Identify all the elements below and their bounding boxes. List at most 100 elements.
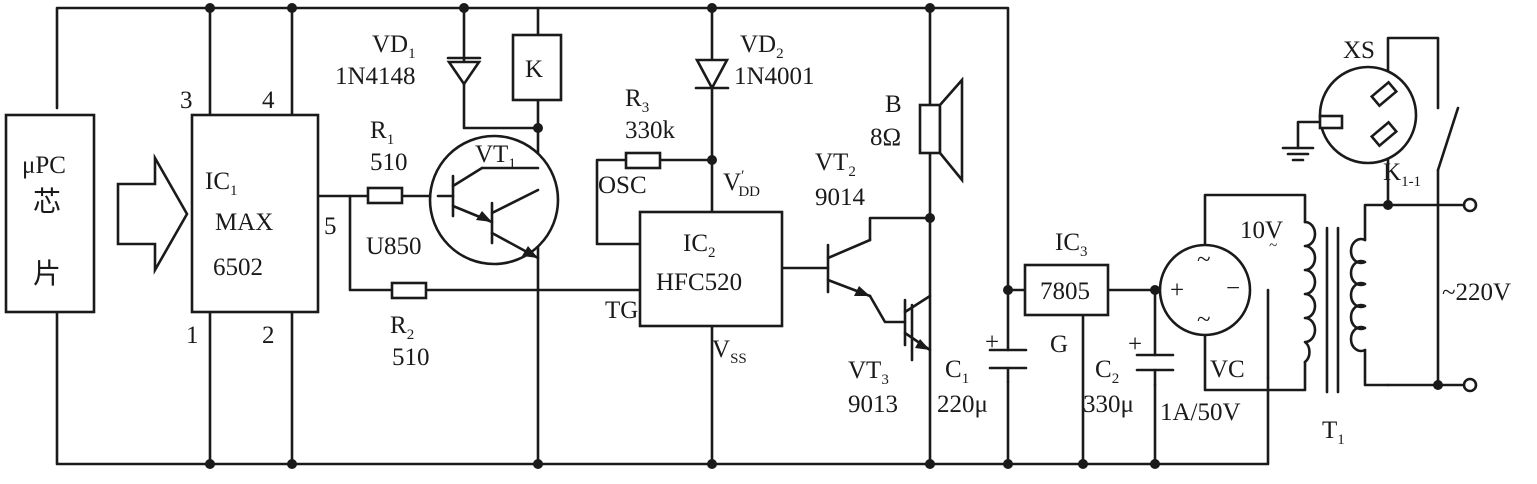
c2-name: C: [1095, 356, 1112, 383]
svg-text:IC3: IC3: [1055, 229, 1088, 260]
mains-label: ~220V: [1442, 279, 1511, 306]
r2-name: R: [390, 312, 407, 339]
ic1-name: IC: [205, 168, 230, 195]
chip-label-2: 芯: [33, 185, 61, 218]
ic1-line2: MAX: [215, 209, 273, 236]
diode-vd2: VD2 1N4001: [694, 31, 815, 91]
ic3: 7805 IC3 G: [1023, 229, 1110, 358]
svg-text:VD1: VD1: [372, 31, 416, 62]
vt3-name: VT: [848, 357, 881, 384]
data-arrow-icon: [116, 153, 189, 275]
r1-name: R: [370, 117, 387, 144]
transistor-vt2: VT2 9014: [815, 149, 872, 298]
ic2-tg: TG: [605, 297, 638, 324]
transformer-sub: 1: [1337, 432, 1345, 448]
bridge-rectifier-vc: ~ ~ + − VC 1A/50V: [1158, 243, 1252, 426]
switch-sub: 1-1: [1401, 174, 1421, 190]
resistor-r3: R3 330k: [624, 85, 676, 170]
resistor-r2: R2 510: [390, 281, 430, 371]
svg-text:10V~: 10V~: [1240, 217, 1283, 254]
svg-text:IC2: IC2: [683, 230, 716, 261]
speaker-b: B 8Ω: [870, 76, 964, 184]
r1-value: 510: [370, 149, 408, 176]
chip-label-3: 片: [33, 257, 61, 290]
capacitor-c2: + C2 330μ: [1083, 331, 1175, 418]
svg-text:K1-1: K1-1: [1383, 159, 1421, 190]
svg-text:R3: R3: [625, 85, 649, 116]
r2-sub: 2: [407, 327, 415, 343]
ic3-sub: 3: [1080, 244, 1088, 260]
mains-terminals: ~220V: [1442, 197, 1511, 393]
bridge-rating: 1A/50V: [1160, 399, 1241, 426]
transistor-vt3: VT3 9013: [848, 294, 932, 418]
ic2-vss-sub: SS: [730, 351, 747, 367]
svg-text:VT1: VT1: [475, 141, 516, 172]
transformer-t1: 10V~ T1: [1240, 217, 1367, 448]
ic3-part: 7805: [1040, 278, 1090, 305]
ic3-ground: G: [1050, 331, 1068, 358]
speaker-value: 8Ω: [870, 124, 901, 151]
svg-text:VSS: VSS: [712, 336, 747, 367]
ic1-pin4: 4: [262, 87, 275, 114]
vt2-sub: 2: [848, 164, 856, 180]
ic1: IC1 MAX 6502 3 4 5 1 2: [180, 87, 337, 349]
bridge-ac-bottom: ~: [1197, 306, 1211, 333]
vt1-sub: 1: [508, 156, 516, 172]
junction-dots: [205, 3, 1443, 469]
transformer-secondary: 10V: [1240, 217, 1283, 244]
upc-chip: μPC 芯 片: [4, 113, 96, 314]
vt3-sub: 3: [881, 372, 889, 388]
transformer-secondary-ac: ~: [1269, 238, 1277, 254]
vt2-part: 9014: [815, 184, 866, 211]
ic1-pin5: 5: [324, 213, 337, 240]
vt1-name: VT: [475, 141, 508, 168]
ic3-name: IC: [1055, 229, 1080, 256]
ic2-osc: OSC: [598, 172, 647, 199]
diode-vd1: VD1 1N4148: [335, 31, 482, 90]
socket-name: XS: [1343, 37, 1375, 64]
c2-value: 330μ: [1083, 391, 1134, 418]
vd1-name: VD: [372, 31, 408, 58]
switch-k1-1: K1-1: [1383, 106, 1460, 190]
vd2-name: VD: [740, 31, 776, 58]
c1-name: C: [945, 356, 962, 383]
svg-text:R1: R1: [370, 117, 394, 148]
r2-value: 510: [392, 344, 430, 371]
capacitor-c1: + C1 220μ: [937, 329, 1028, 418]
transformer-name: T: [1322, 417, 1337, 444]
vt1-part: U850: [366, 233, 422, 260]
svg-text:VT3: VT3: [848, 357, 889, 388]
vt3-part: 9013: [848, 391, 898, 418]
ic2-vdd-sup: ′: [741, 168, 744, 184]
ic2-vdd: V: [723, 169, 741, 196]
ic2-vss: V: [712, 336, 730, 363]
bridge-plus: +: [1170, 277, 1184, 304]
switch-name: K: [1383, 159, 1401, 186]
svg-text:VD2: VD2: [740, 31, 784, 62]
ic1-line3: 6502: [213, 254, 263, 281]
ic2: IC2 HFC520 OSC V′DD TG VSS: [598, 168, 784, 367]
bridge-minus: −: [1226, 275, 1240, 302]
ic1-pin2: 2: [262, 322, 275, 349]
ic2-name: IC: [683, 230, 708, 257]
c1-plus: +: [985, 329, 999, 356]
svg-text:T1: T1: [1322, 417, 1345, 448]
r1-sub: 1: [387, 132, 395, 148]
c1-sub: 1: [962, 371, 970, 387]
svg-text:C1: C1: [945, 356, 969, 387]
ic1-pin1: 1: [186, 322, 199, 349]
bridge-ac-top: ~: [1197, 246, 1211, 273]
vd1-part: 1N4148: [335, 63, 416, 90]
svg-text:IC1: IC1: [205, 168, 238, 199]
svg-text:V′DD: V′DD: [723, 168, 760, 200]
c2-sub: 2: [1112, 371, 1120, 387]
ic2-vdd-sub: DD: [738, 184, 760, 200]
relay-name: K: [525, 56, 543, 83]
r3-value: 330k: [625, 117, 676, 144]
r3-name: R: [625, 85, 642, 112]
relay-k: K: [511, 33, 563, 102]
vd2-part: 1N4001: [734, 63, 815, 90]
svg-text:C2: C2: [1095, 356, 1119, 387]
vd2-sub: 2: [776, 46, 784, 62]
